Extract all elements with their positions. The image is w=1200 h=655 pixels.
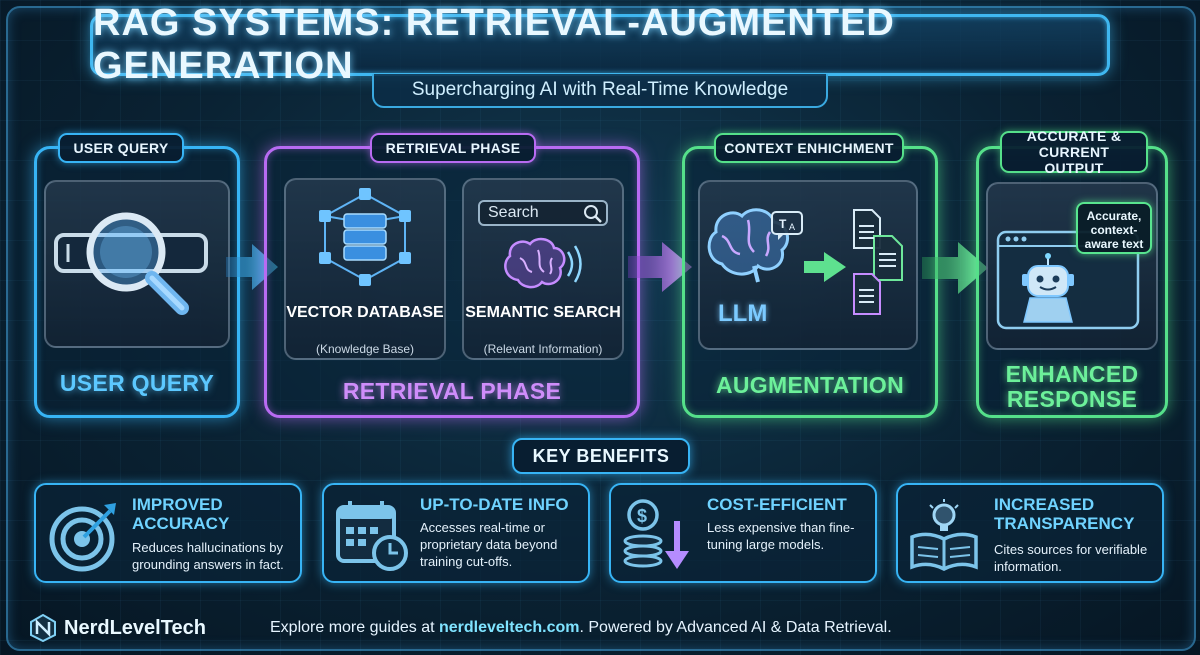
database-network-icon — [319, 188, 411, 286]
brain-waves-icon — [504, 237, 582, 289]
target-icon — [49, 503, 116, 572]
magnifier-search-icon — [54, 212, 208, 315]
benefit-card-cost: $ COST-EFFICIENT Less expensive than fin… — [609, 483, 877, 583]
user-query-tag: USER QUERY — [58, 133, 184, 163]
chat-translate-icon: T A — [771, 211, 803, 240]
search-input[interactable]: Search — [478, 200, 608, 226]
subtitle-banner: Supercharging AI with Real-Time Knowledg… — [372, 74, 828, 108]
retrieval-label: RETRIEVAL PHASE — [342, 378, 562, 404]
vector-db-card — [284, 178, 446, 360]
vector-db-subtitle: (Knowledge Base) — [315, 342, 415, 356]
brand-name: NerdLevelTech — [64, 616, 206, 639]
svg-text:A: A — [789, 222, 795, 232]
robot-window-icon — [996, 230, 1140, 330]
retrieval-tag: RETRIEVAL PHASE — [370, 133, 536, 163]
benefit-title: INCREASED TRANSPARENCY — [994, 495, 1135, 533]
benefit-title: UP-TO-DATE INFO — [420, 495, 569, 514]
benefit-title: IMPROVED ACCURACY — [132, 495, 230, 533]
semantic-search-subtitle: (Relevant Information) — [483, 342, 603, 356]
book-bulb-icon — [910, 499, 978, 571]
nerdleveltech-logo-icon — [30, 614, 56, 642]
vector-db-title: VECTOR DATABASE — [286, 304, 444, 321]
benefit-desc: Cites sources for verifiable information… — [994, 542, 1148, 574]
arrow-right-icon — [628, 242, 692, 292]
benefit-desc: Less expensive than fine-tuning large mo… — [707, 520, 855, 552]
page-subtitle: Supercharging AI with Real-Time Knowledg… — [411, 79, 789, 100]
footer-prefix: Explore more guides at — [270, 619, 439, 636]
svg-text:$: $ — [637, 506, 647, 526]
title-banner: RAG SYSTEMS: RETRIEVAL-AUGMENTED GENERAT… — [90, 2, 1110, 87]
semantic-search-title: SEMANTIC SEARCH — [465, 304, 621, 321]
benefit-card-accuracy: IMPROVED ACCURACY Reduces hallucinations… — [34, 483, 302, 583]
footer-suffix: . Powered by Advanced AI & Data Retrieva… — [579, 619, 892, 636]
benefit-title: COST-EFFICIENT — [707, 495, 847, 514]
search-icon — [584, 205, 602, 223]
user-query-label: USER QUERY — [59, 370, 215, 396]
page-title: RAG SYSTEMS: RETRIEVAL-AUGMENTED GENERAT… — [93, 2, 895, 87]
calendar-clock-icon — [336, 501, 408, 571]
footer-text: Explore more guides at nerdleveltech.com… — [270, 619, 892, 637]
llm-label: LLM — [718, 300, 768, 327]
enhanced-response-label: ENHANCED RESPONSE — [1005, 361, 1139, 412]
context-enrichment-tag: CONTEXT ENHICHMENT — [714, 133, 904, 163]
arrow-right-icon — [804, 252, 846, 282]
augmentation-label: AUGMENTATION — [715, 372, 904, 398]
documents-icon — [853, 209, 903, 315]
response-speech-bubble: Accurate, context-aware text — [1076, 202, 1152, 254]
benefit-desc: Reduces hallucinations by grounding answ… — [132, 540, 284, 572]
key-benefits-heading: KEY BENEFITS — [512, 438, 690, 474]
footer-site-link[interactable]: nerdleveltech.com — [438, 619, 580, 636]
brand-logo[interactable]: NerdLevelTech — [30, 614, 206, 642]
coins-icon: $ — [623, 499, 689, 569]
arrow-right-icon — [922, 242, 988, 294]
output-tag: ACCURATE & CURRENT OUTPUT — [1000, 128, 1148, 176]
benefit-card-transparency: INCREASED TRANSPARENCY Cites sources for… — [896, 483, 1164, 583]
benefit-card-up-to-date: UP-TO-DATE INFO Accesses real-time or pr… — [322, 483, 590, 583]
benefit-desc: Accesses real-time or proprietary data b… — [420, 520, 558, 569]
svg-text:T: T — [779, 217, 787, 231]
